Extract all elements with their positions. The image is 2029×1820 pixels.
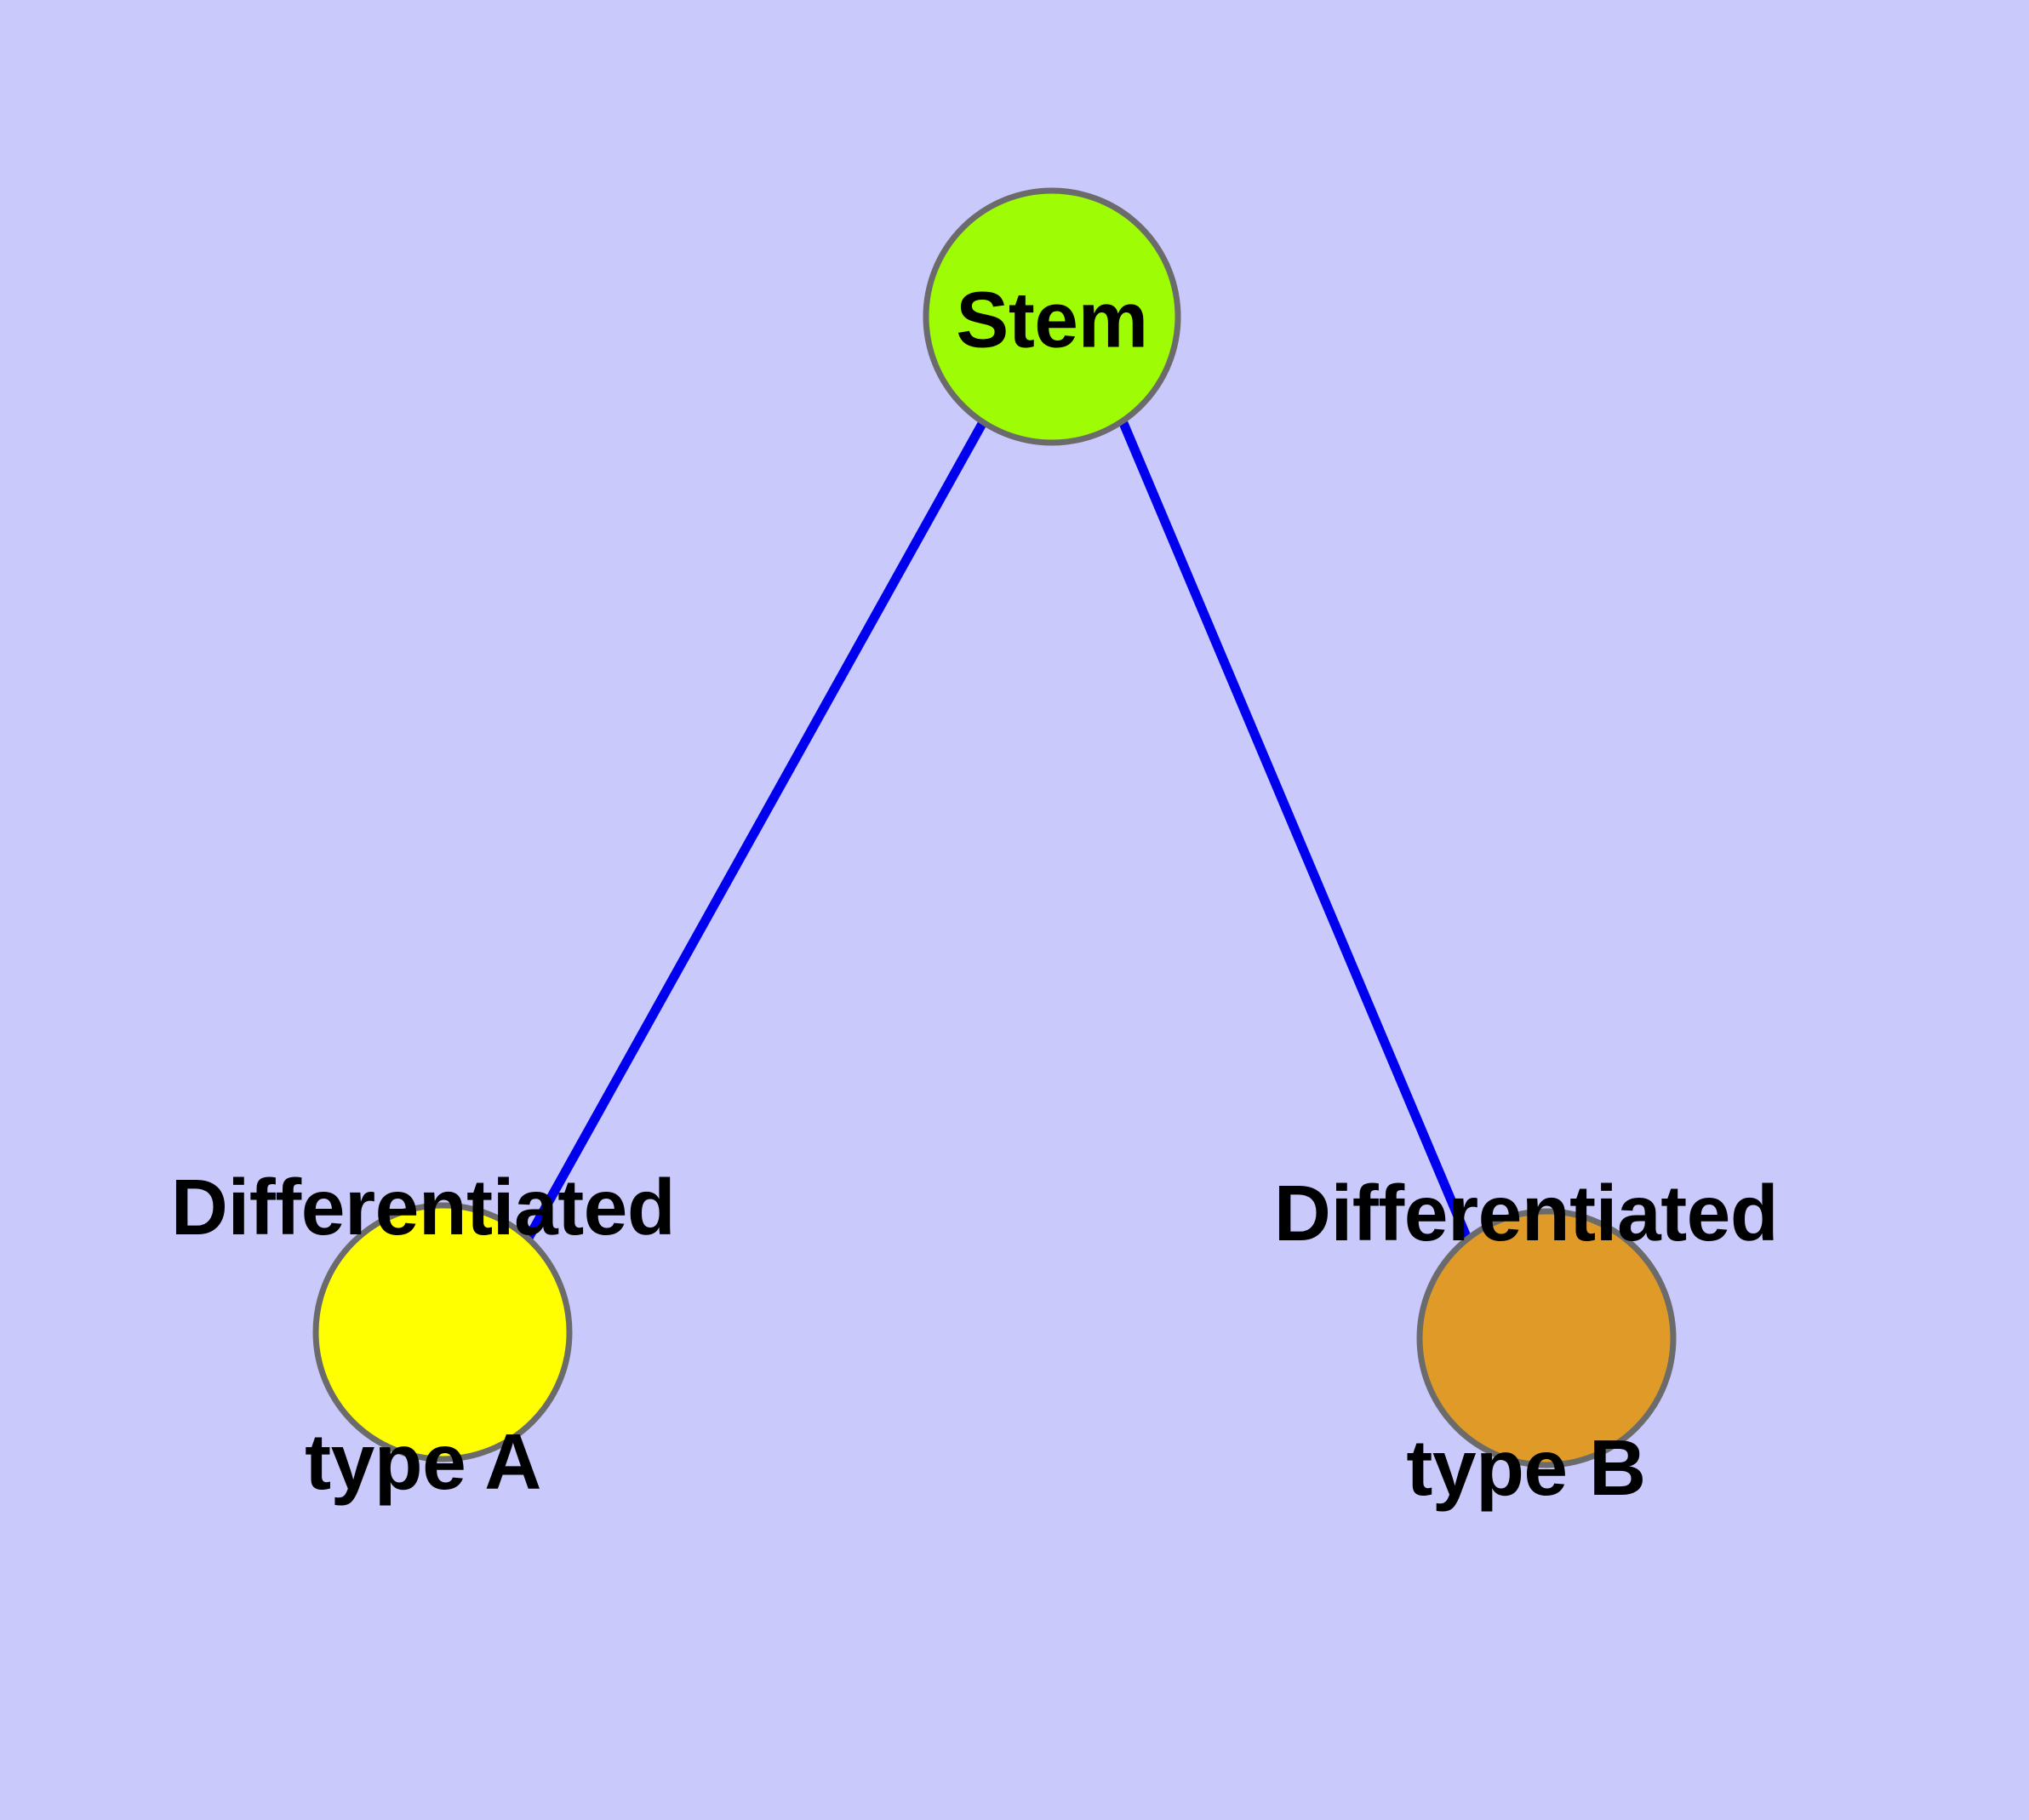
edge-stem-to-diff-a[interactable]: [523, 420, 987, 1242]
node-layer: [312, 187, 1677, 1468]
edge-stem-to-diff-b[interactable]: [1118, 421, 1475, 1247]
edge-layer: [523, 420, 1475, 1247]
node-diff-b[interactable]: [1416, 1208, 1677, 1468]
node-stem[interactable]: [923, 187, 1181, 446]
node-diff-a[interactable]: [312, 1202, 573, 1462]
